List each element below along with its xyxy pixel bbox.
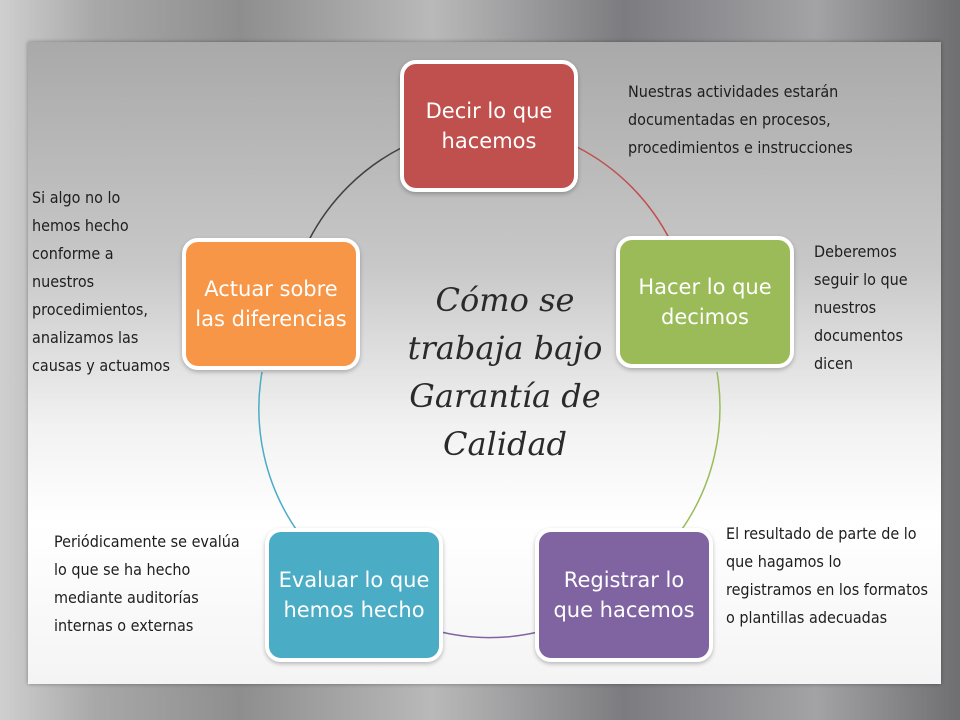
arc-evaluar-actuar (258, 371, 299, 533)
step-decir: Decir lo que hacemos (400, 60, 578, 192)
step-evaluar-label: Evaluar lo que hemos hecho (278, 568, 430, 622)
arc-decir-hacer (576, 146, 671, 241)
arc-actuar-decir (308, 146, 404, 241)
cycle-ring (258, 146, 721, 639)
slide: Decir lo que hacemos Hacer lo que decimo… (28, 42, 941, 684)
step-registrar: Registrar lo que hacemos (535, 528, 713, 662)
step-actuar-label: Actuar sobre las diferencias (195, 277, 347, 331)
step-actuar: Actuar sobre las diferencias (182, 238, 360, 370)
note-actuar: Si algo no lo hemos hecho conforme a nue… (32, 188, 170, 375)
note-evaluar: Periódicamente se evalúa lo que se ha he… (54, 532, 240, 635)
arc-registrar-evaluar (440, 631, 539, 639)
note-hacer: Deberemos seguir lo que nuestros documen… (814, 242, 908, 373)
arc-hacer-registrar (679, 371, 721, 533)
step-evaluar: Evaluar lo que hemos hecho (265, 528, 443, 662)
step-hacer-label: Hacer lo que decimos (638, 275, 772, 329)
step-hacer: Hacer lo que decimos (616, 236, 794, 368)
note-registrar: El resultado de parte de lo que hagamos … (726, 524, 929, 627)
diagram-title: Cómo se trabaja bajo Garantía de Calidad (407, 281, 603, 463)
step-decir-label: Decir lo que hacemos (425, 99, 553, 153)
step-registrar-label: Registrar lo que hacemos (553, 568, 695, 622)
note-decir: Nuestras actividades estarán documentada… (628, 82, 853, 157)
